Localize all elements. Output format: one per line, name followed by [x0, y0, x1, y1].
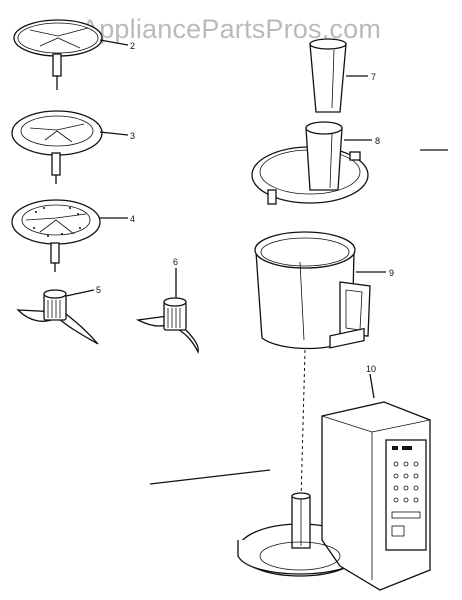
part-10-motor-base[interactable]: 10 — [237, 327, 431, 591]
callout-4: 4 — [130, 214, 135, 224]
callout-5: 5 — [96, 285, 101, 295]
leader-line — [149, 469, 271, 485]
callout-8: 8 — [375, 136, 380, 146]
part-9-work-bowl[interactable]: 9 — [254, 231, 394, 350]
part-5-chopping-blade[interactable]: 5 — [16, 285, 101, 345]
part-4-grating-disc[interactable]: 4 — [11, 199, 135, 272]
callout-10: 10 — [366, 364, 376, 374]
callout-3: 3 — [130, 131, 135, 141]
part-6-dough-blade[interactable]: 6 — [135, 257, 199, 354]
part-8-cover-with-feed-tube[interactable]: 8 — [251, 121, 448, 205]
part-3-shredding-disc[interactable]: 3 — [11, 110, 135, 184]
part-7-food-pusher[interactable]: 7 — [309, 38, 376, 113]
alignment-dashed-line — [300, 349, 306, 501]
callout-9: 9 — [389, 268, 394, 278]
callout-7: 7 — [371, 72, 376, 82]
callout-6: 6 — [173, 257, 178, 267]
part-2-slicing-disc[interactable]: 2 — [13, 19, 135, 90]
callout-2: 2 — [130, 41, 135, 51]
